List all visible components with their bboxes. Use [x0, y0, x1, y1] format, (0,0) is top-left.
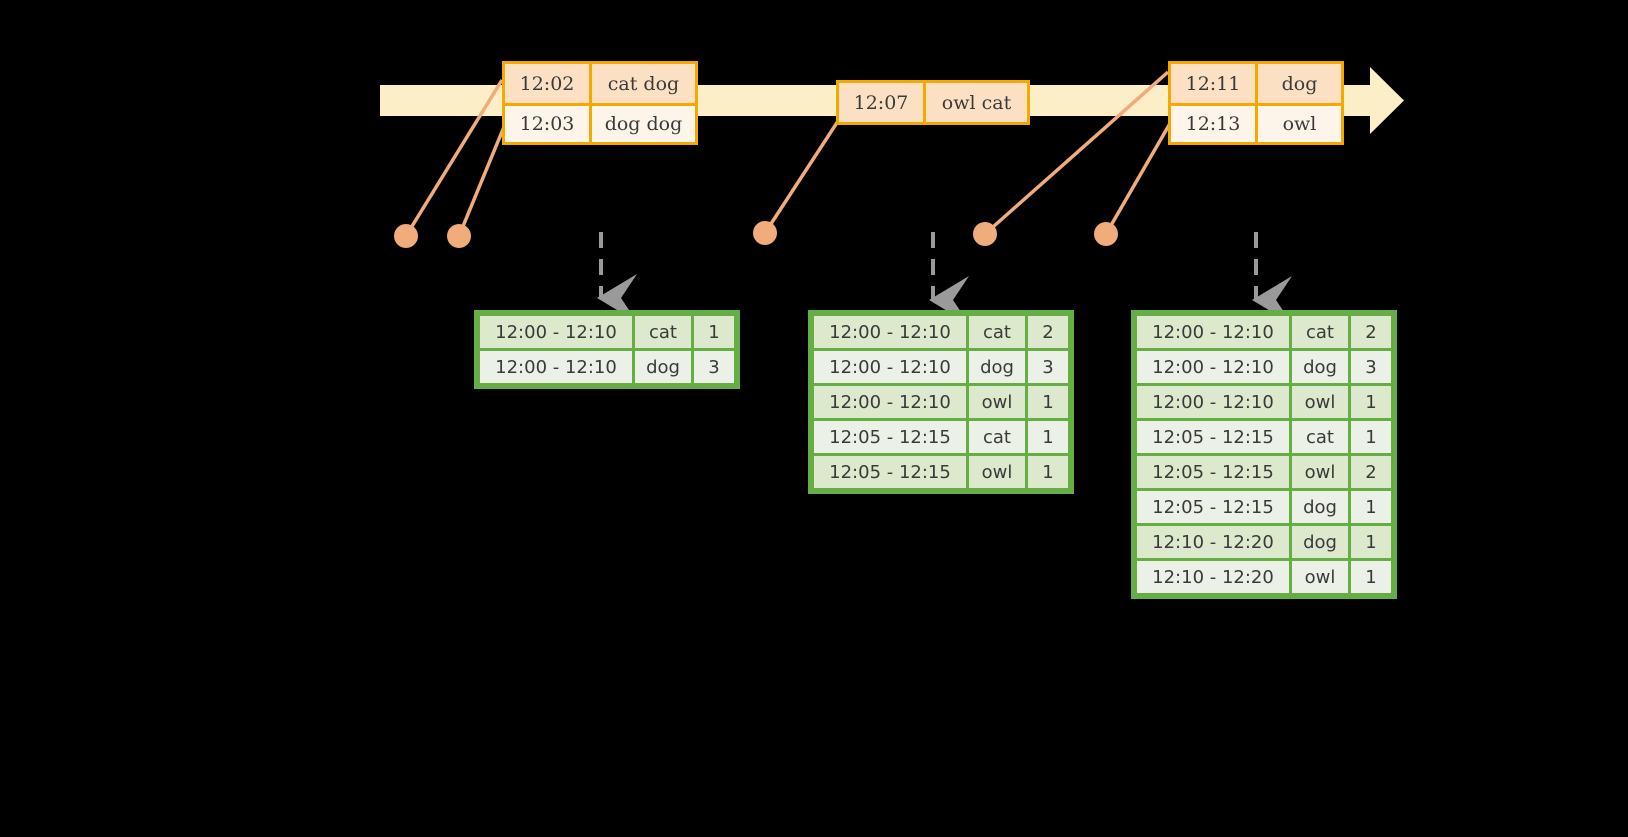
window-cell: 12:00 - 12:10 [1137, 386, 1289, 418]
window-cell: 12:00 - 12:10 [814, 316, 966, 348]
key-cell: owl [969, 456, 1025, 488]
marker-1202-cat-line [404, 79, 504, 237]
key-cell: owl [1292, 386, 1348, 418]
marker-1202-cat-dot [394, 224, 418, 248]
window-cell: 12:05 - 12:15 [1137, 491, 1289, 523]
count-cell: 2 [1351, 456, 1391, 488]
event-value: owl [1255, 106, 1341, 142]
marker-1207-owl-dot [753, 221, 777, 245]
key-cell: cat [1292, 421, 1348, 453]
marker-1213-owl-line [1104, 119, 1174, 235]
event-time: 12:07 [839, 83, 923, 122]
event-time: 12:13 [1171, 106, 1255, 142]
key-cell: cat [635, 316, 691, 348]
window-cell: 12:10 - 12:20 [1137, 561, 1289, 593]
window-cell: 12:05 - 12:15 [814, 421, 966, 453]
count-cell: 3 [694, 351, 734, 383]
key-cell: dog [1292, 491, 1348, 523]
window-cell: 12:10 - 12:20 [1137, 526, 1289, 558]
count-cell: 2 [1351, 316, 1391, 348]
dashed-arrows [597, 232, 1292, 324]
window-cell: 12:05 - 12:15 [814, 456, 966, 488]
event-time: 12:03 [505, 106, 589, 142]
event-value: owl cat [923, 83, 1027, 122]
event-time: 12:11 [1171, 64, 1255, 103]
count-cell: 1 [1351, 421, 1391, 453]
event-time: 12:02 [505, 64, 589, 103]
event-value: dog dog [589, 106, 695, 142]
marker-1211-dog-dot [973, 222, 997, 246]
key-cell: dog [635, 351, 691, 383]
count-cell: 1 [694, 316, 734, 348]
key-cell: owl [1292, 456, 1348, 488]
marker-1213-owl-dot [1094, 222, 1118, 246]
key-cell: dog [969, 351, 1025, 383]
count-cell: 1 [1028, 421, 1068, 453]
count-cell: 1 [1351, 561, 1391, 593]
count-cell: 1 [1028, 456, 1068, 488]
timeline-arrowhead-icon [1370, 67, 1404, 134]
window-cell: 12:00 - 12:10 [814, 351, 966, 383]
key-cell: owl [1292, 561, 1348, 593]
key-cell: dog [1292, 526, 1348, 558]
marker-1207-owl-line [763, 117, 842, 234]
count-cell: 1 [1028, 386, 1068, 418]
window-cell: 12:05 - 12:15 [1137, 456, 1289, 488]
marker-1203-dog-line [457, 121, 508, 237]
window-cell: 12:00 - 12:10 [1137, 316, 1289, 348]
count-cell: 3 [1028, 351, 1068, 383]
key-cell: cat [969, 421, 1025, 453]
marker-1203-dog-dot [447, 224, 471, 248]
event-value: cat dog [589, 64, 695, 103]
count-cell: 3 [1351, 351, 1391, 383]
count-cell: 1 [1351, 526, 1391, 558]
marker-dots [394, 221, 1118, 248]
count-cell: 2 [1028, 316, 1068, 348]
event-value: dog [1255, 64, 1341, 103]
key-cell: dog [1292, 351, 1348, 383]
window-cell: 12:00 - 12:10 [1137, 351, 1289, 383]
key-cell: owl [969, 386, 1025, 418]
key-cell: cat [969, 316, 1025, 348]
window-cell: 12:00 - 12:10 [480, 316, 632, 348]
window-cell: 12:00 - 12:10 [814, 386, 966, 418]
count-cell: 1 [1351, 386, 1391, 418]
key-cell: cat [1292, 316, 1348, 348]
count-cell: 1 [1351, 491, 1391, 523]
window-cell: 12:05 - 12:15 [1137, 421, 1289, 453]
window-cell: 12:00 - 12:10 [480, 351, 632, 383]
